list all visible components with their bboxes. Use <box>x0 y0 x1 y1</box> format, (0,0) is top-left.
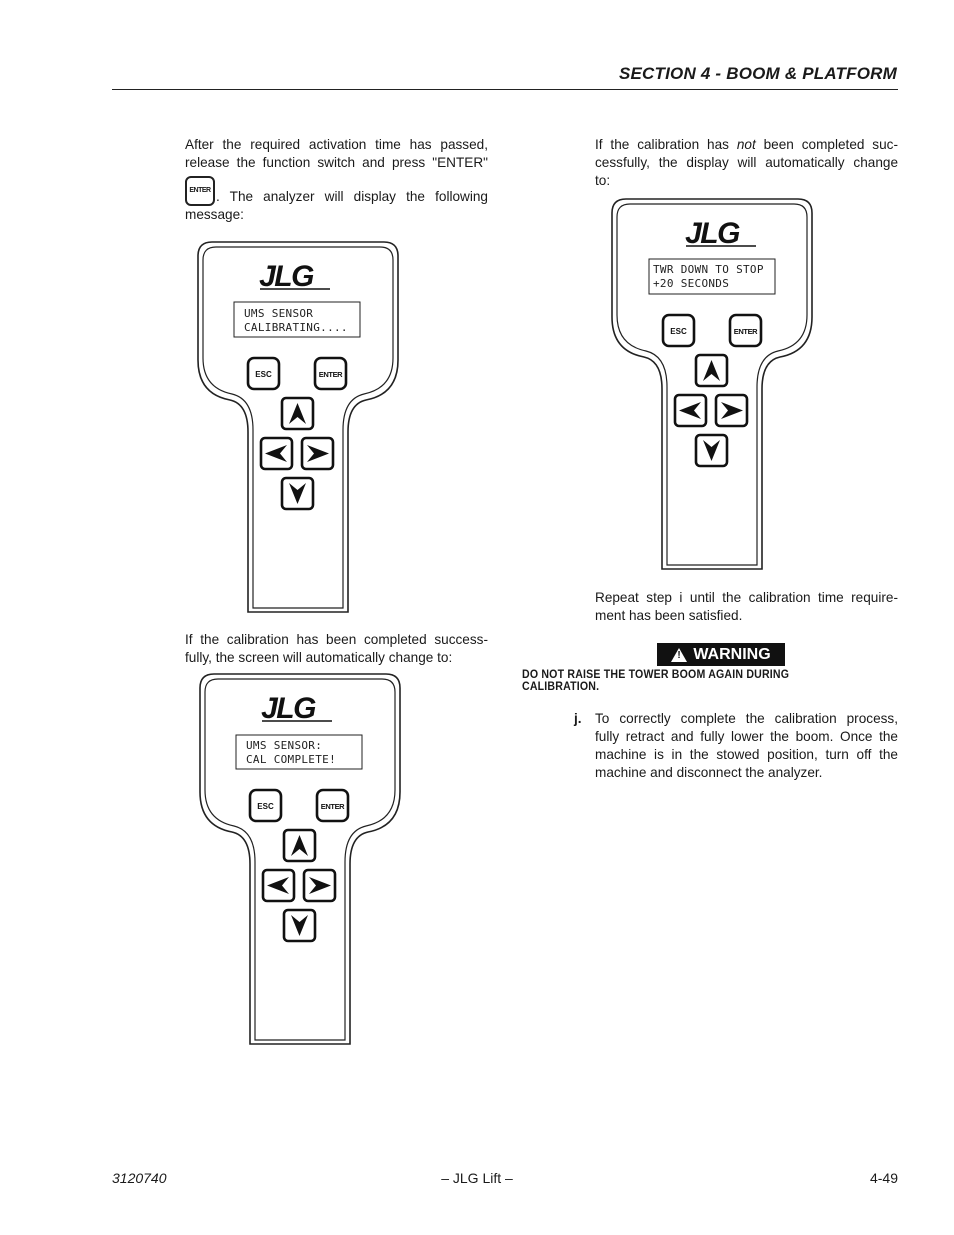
left-arrow-button[interactable] <box>259 436 294 471</box>
down-arrow-icon <box>703 440 720 461</box>
lcd-line-1: UMS SENSOR: <box>246 739 322 752</box>
down-arrow-icon <box>291 915 308 936</box>
lcd-line-2: +20 SECONDS <box>653 277 729 290</box>
right-para-1: If the calibration has not been complete… <box>595 136 898 190</box>
lcd-screen <box>233 301 361 338</box>
analyzer-device-complete: JLG UMS SENSOR: CAL COMPLETE! ESC ENTER <box>199 673 401 1046</box>
down-arrow-icon <box>289 483 306 504</box>
step-j-line-2: fully retract and fully lower the boom. … <box>595 729 898 744</box>
step-j-line-3: machine is in the stowed position, turn … <box>595 747 898 762</box>
warning-text: DO NOT RAISE THE TOWER BOOM AGAIN DURING… <box>522 669 790 693</box>
left-arrow-icon <box>679 402 701 419</box>
lcd-line-2: CALIBRATING.... <box>244 321 348 334</box>
lcd-screen <box>648 258 776 295</box>
step-j-text: To correctly complete the calibration pr… <box>595 710 898 782</box>
analyzer-outline-3: JLG TWR DOWN TO STOP +20 SECONDS ESC ENT… <box>611 198 813 570</box>
left-arrow-icon <box>267 877 289 894</box>
esc-button-label: ESC <box>257 802 274 811</box>
warning-label: WARNING <box>693 645 771 663</box>
left-para-1-line-4: message: <box>185 207 244 222</box>
up-arrow-icon <box>703 360 720 381</box>
esc-button-label: ESC <box>255 370 272 379</box>
warning-triangle-icon: ! <box>671 647 688 662</box>
analyzer-outline-2: JLG UMS SENSOR: CAL COMPLETE! ESC ENTER <box>199 673 401 1045</box>
right-arrow-icon <box>309 877 331 894</box>
step-letter: j. <box>574 711 582 726</box>
analyzer-outline-1: JLG UMS SENSOR CALIBRATING.... ESC ENTER <box>197 241 399 613</box>
lcd-line-1: TWR DOWN TO STOP <box>653 263 764 276</box>
esc-button-label: ESC <box>670 327 687 336</box>
right-arrow-icon <box>721 402 743 419</box>
left-arrow-button[interactable] <box>673 393 708 428</box>
left-para-1-line-3-text: . The analyzer will display the followin… <box>216 189 488 204</box>
jlg-logo: JLG <box>685 217 740 250</box>
step-j-line-4: machine and disconnect the analyzer. <box>595 765 823 780</box>
enter-button-label: ENTER <box>321 802 345 811</box>
analyzer-device-calibrating: JLG UMS SENSOR CALIBRATING.... ESC ENTER <box>197 241 399 614</box>
left-para-1-line-2: release the function switch and press "E… <box>185 155 488 170</box>
enter-button[interactable]: ENTER <box>315 788 350 823</box>
right-para-1-line-1: If the calibration has not been complete… <box>595 136 898 154</box>
right-para-1-line-3: to: <box>595 173 611 188</box>
left-para-2: If the calibration has been completed su… <box>185 631 488 667</box>
left-para-1: After the required activation time has p… <box>185 136 488 224</box>
lcd-line-2: CAL COMPLETE! <box>246 753 336 766</box>
right-arrow-icon <box>307 445 329 462</box>
enter-button-label: ENTER <box>319 370 343 379</box>
left-arrow-icon <box>265 445 287 462</box>
right-para-1-line-2: cessfully, the display will automaticall… <box>595 155 898 170</box>
right-para-1-line-1-b: been completed suc- <box>763 137 898 152</box>
right-arrow-button[interactable] <box>714 393 749 428</box>
enter-key-icon: ENTER <box>185 176 215 206</box>
section-title: SECTION 4 - BOOM & PLATFORM <box>618 64 897 83</box>
up-arrow-icon <box>291 835 308 856</box>
up-arrow-icon <box>289 403 306 424</box>
up-arrow-button[interactable] <box>694 353 729 388</box>
left-para-2-line-1: If the calibration has been completed su… <box>185 632 488 647</box>
esc-button[interactable]: ESC <box>661 313 696 348</box>
right-arrow-button[interactable] <box>300 436 335 471</box>
up-arrow-button[interactable] <box>282 828 317 863</box>
step-j-line-1: To correctly complete the calibration pr… <box>595 711 898 726</box>
esc-button[interactable]: ESC <box>248 788 283 823</box>
analyzer-device-tower-down: JLG TWR DOWN TO STOP +20 SECONDS ESC ENT… <box>611 198 813 571</box>
enter-button-label: ENTER <box>734 327 758 336</box>
down-arrow-button[interactable] <box>282 908 317 943</box>
left-para-1-line-1: After the required activation time has p… <box>185 137 488 152</box>
emphasis-not: not <box>736 137 756 152</box>
enter-button[interactable]: ENTER <box>728 313 763 348</box>
up-arrow-button[interactable] <box>280 396 315 431</box>
esc-button[interactable]: ESC <box>246 356 281 391</box>
footer-center: – JLG Lift – <box>441 1170 513 1186</box>
right-para-2-line-2: ment has been satisfied. <box>595 608 743 623</box>
down-arrow-button[interactable] <box>694 433 729 468</box>
left-para-1-line-3: ENTER . The analyzer will display the fo… <box>185 176 488 206</box>
warning-badge: ! WARNING <box>657 643 785 666</box>
right-para-2-line-1: Repeat step i until the calibration time… <box>595 590 898 605</box>
left-arrow-button[interactable] <box>261 868 296 903</box>
right-para-1-line-1-a: If the calibration has <box>595 137 729 152</box>
right-arrow-button[interactable] <box>302 868 337 903</box>
footer-doc-number: 3120740 <box>112 1170 167 1186</box>
header-divider <box>112 89 898 90</box>
enter-button[interactable]: ENTER <box>313 356 348 391</box>
lcd-screen <box>235 734 363 770</box>
left-para-2-line-2: fully, the screen will automatically cha… <box>185 650 453 665</box>
right-para-2: Repeat step i until the calibration time… <box>595 589 898 625</box>
jlg-logo: JLG <box>259 260 314 293</box>
footer-page-number: 4-49 <box>869 1170 898 1186</box>
jlg-logo: JLG <box>261 692 316 725</box>
lcd-line-1: UMS SENSOR <box>244 307 313 320</box>
down-arrow-button[interactable] <box>280 476 315 511</box>
